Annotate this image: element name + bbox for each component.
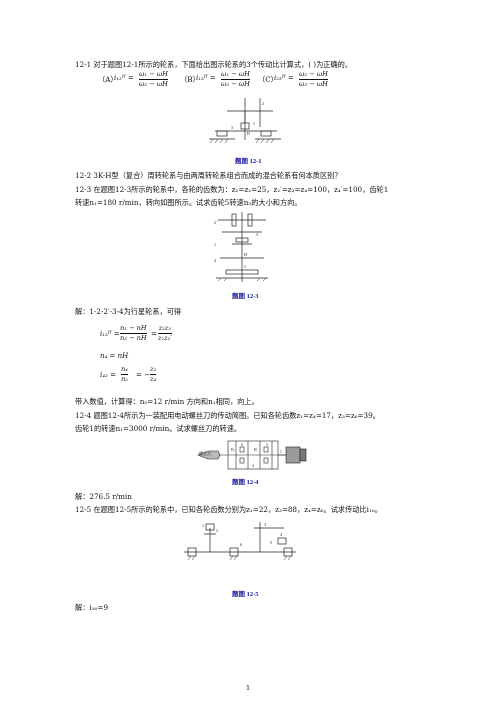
q3-eq1-rhs-den: z₁z₂′ — [158, 334, 172, 342]
q3-eq3-rhs-den: z₄ — [150, 375, 157, 383]
svg-text:2: 2 — [216, 528, 218, 533]
figure-12-3: 2′ 3 1 H 4 5 — [212, 210, 272, 288]
q3-eq1-rhs-fraction: z₂z₃ z₁z₂′ — [158, 324, 172, 342]
q1-option-b-lhs: i₁₃ᴴ = — [196, 74, 216, 82]
page-number: 1 — [246, 684, 251, 692]
figure-12-4: H₂ H₁ 3 6 1 4 — [196, 437, 324, 473]
figure-12-1-caption: 题图 12-1 — [235, 158, 262, 165]
svg-text:H₂: H₂ — [231, 448, 236, 452]
q3-eq3-lhs: i₄₂ = — [100, 371, 116, 379]
svg-text:5: 5 — [244, 264, 246, 269]
q3-eq1-lhs: i₁₃ᴴ = — [100, 330, 120, 338]
q3-eq1-den: n₃ − nH — [120, 334, 147, 342]
q3-eq1-num: n₁ − nH — [120, 324, 147, 332]
q4-line2: 齿轮1的转速n₁=3000 r/min。试求螺丝刀的转速。 — [75, 424, 242, 433]
q4-answer: 解：276.5 r/min — [75, 492, 132, 501]
q1-a-num: ω₁ − ωH — [139, 70, 168, 78]
q1-b-den: ω₃ − ωH — [221, 80, 250, 88]
q1-option-c: （C） — [258, 75, 278, 84]
q3-eq2: n₄ = nH — [100, 352, 129, 360]
svg-text:4: 4 — [280, 532, 282, 537]
q1-a-den: ω₂ − ωH — [139, 80, 168, 88]
svg-text:3: 3 — [264, 522, 266, 527]
svg-text:H: H — [244, 252, 247, 257]
q1-b-num: ω₁ − ωH — [221, 70, 250, 78]
q2-text: 12-2 3K-H型（复合）周转轮系与由两周转轮系组合而成的混合轮系有何本质区别… — [75, 171, 342, 180]
svg-text:1: 1 — [280, 450, 282, 454]
svg-text:6: 6 — [241, 443, 243, 447]
svg-text:6: 6 — [240, 542, 242, 547]
q1-option-a: （A） — [98, 75, 118, 84]
svg-text:2′: 2′ — [214, 220, 217, 225]
q3-eq3-rhs-num: z₂ — [150, 365, 157, 373]
q3-eq1-fraction: n₁ − nH n₃ − nH — [120, 324, 147, 342]
q4-line1: 12-4 题图12-4所示为一装配用电动螺丝刀的传动简图。已知各轮齿数z₁=z₄… — [75, 411, 380, 420]
q1-option-b: （B） — [180, 75, 200, 84]
q3-result: 带入数值，计算得：n₅=12 r/min 方向和n₁相同，向上。 — [75, 397, 259, 406]
q3-eq1-rhs-num: z₂z₃ — [158, 324, 171, 332]
figure-12-5: 1 2 3 4 5 6 — [180, 518, 300, 566]
svg-text:4: 4 — [214, 258, 216, 263]
q1-option-a-fraction: ω₁ − ωH ω₂ − ωH — [139, 70, 168, 88]
q5-answer: 解：i₁₆=9 — [75, 603, 109, 612]
q3-eq3-den: n₂ — [121, 375, 128, 383]
q3-solution-intro: 解：1-2-2′-3-4为行星轮系，可得 — [75, 307, 182, 316]
svg-text:3: 3 — [231, 125, 233, 130]
svg-text:H: H — [247, 131, 250, 136]
figure-12-3-caption: 题图 12-3 — [232, 293, 259, 300]
q3-line1: 12-3 在题图12-3所示的轮系中，各轮的齿数为：z₁=z₂=25，z₂′=z… — [75, 185, 389, 194]
svg-text:1: 1 — [202, 523, 204, 528]
q1-c-den: ω₃ − ωH — [299, 80, 328, 88]
q1-text: 12-1 对于题图12-1所示的轮系，下面给出图示轮系的3个传动比计算式，( )… — [75, 60, 353, 69]
svg-text:5: 5 — [270, 540, 272, 545]
figure-12-5-caption: 题图 12-5 — [232, 591, 259, 598]
svg-text:2: 2 — [262, 101, 264, 106]
svg-text:1: 1 — [253, 121, 255, 126]
q3-eq3-fraction: n₄ n₂ — [121, 365, 128, 383]
q3-line2: 转速n₁=180 r/min，转向如图所示。试求齿轮5转速n₅的大小和方向。 — [75, 198, 302, 207]
svg-text:3: 3 — [266, 443, 268, 447]
svg-text:1: 1 — [214, 242, 216, 247]
q3-eq3-num: n₄ — [121, 365, 128, 373]
figure-12-4-screwdriver-label: 螺丝刀 — [199, 451, 211, 456]
q1-option-c-lhs: i₂₃ᴴ = — [274, 74, 294, 82]
svg-text:3: 3 — [256, 232, 258, 237]
svg-text:4: 4 — [252, 464, 254, 468]
q1-option-a-lhs: i₁₂ᴴ = — [114, 74, 134, 82]
q1-c-num: ω₂ − ωH — [299, 70, 328, 78]
q3-eq3-rhs-fraction: z₂ z₄ — [150, 365, 157, 383]
figure-12-4-caption: 题图 12-4 — [232, 479, 259, 486]
q5-text: 12-5 在题图12-5所示的轮系中，已知各轮齿数分别为z₁=22，z₃=88，… — [75, 505, 382, 514]
svg-text:H₁: H₁ — [254, 448, 258, 452]
q1-option-b-fraction: ω₁ − ωH ω₃ − ωH — [221, 70, 250, 88]
q1-option-c-fraction: ω₂ − ωH ω₃ − ωH — [299, 70, 328, 88]
